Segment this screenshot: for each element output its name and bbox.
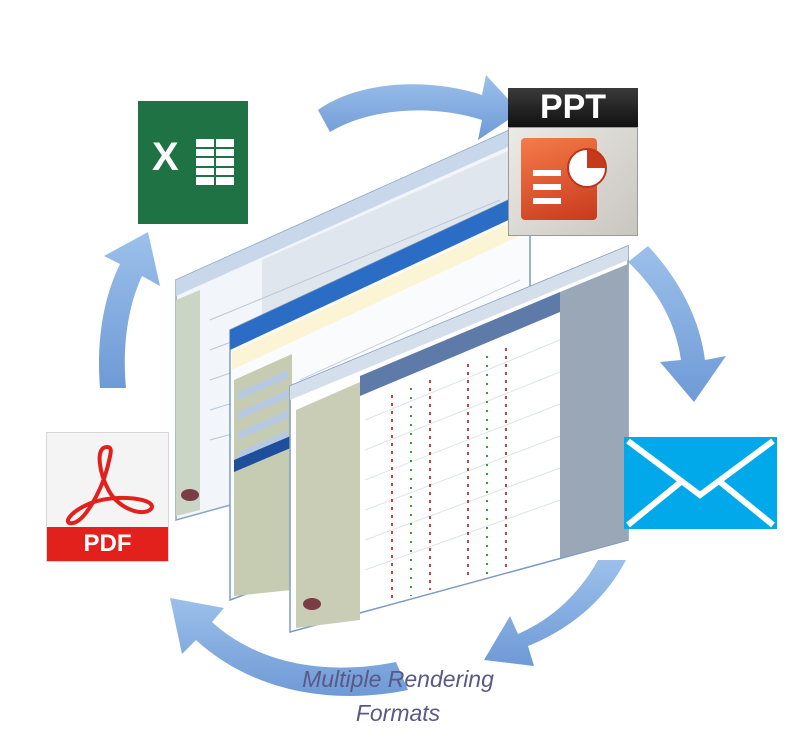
acrobat-logo-icon [65, 444, 154, 526]
excel-x-label: X [152, 135, 179, 179]
caption-line-1: Multiple Rendering [302, 666, 494, 692]
screenshot-panel-front [289, 244, 629, 633]
ppt-slide-graphic [521, 138, 607, 220]
cycle-arrow-ppt-to-email [628, 246, 726, 402]
pdf-label: PDF [47, 527, 168, 561]
email-envelope-icon [624, 437, 777, 529]
powerpoint-icon: PPT [508, 88, 638, 236]
excel-icon: X [138, 101, 248, 224]
pie-chart-icon [567, 148, 607, 188]
cycle-arrow-excel-to-ppt [318, 75, 520, 140]
diagram-caption: Multiple Rendering Formats [268, 662, 528, 730]
ppt-label: PPT [508, 88, 638, 127]
cycle-arrow-bottom-to-pdf [170, 598, 408, 696]
report-screenshots-stack [175, 128, 629, 633]
spreadsheet-grid-icon [196, 139, 234, 185]
cycle-arrow-pdf-to-excel [98, 232, 160, 388]
caption-line-2: Formats [355, 700, 441, 726]
cycle-arrow-email-to-bottom [484, 560, 626, 666]
pdf-icon: PDF [46, 432, 169, 562]
ppt-document [508, 127, 638, 236]
